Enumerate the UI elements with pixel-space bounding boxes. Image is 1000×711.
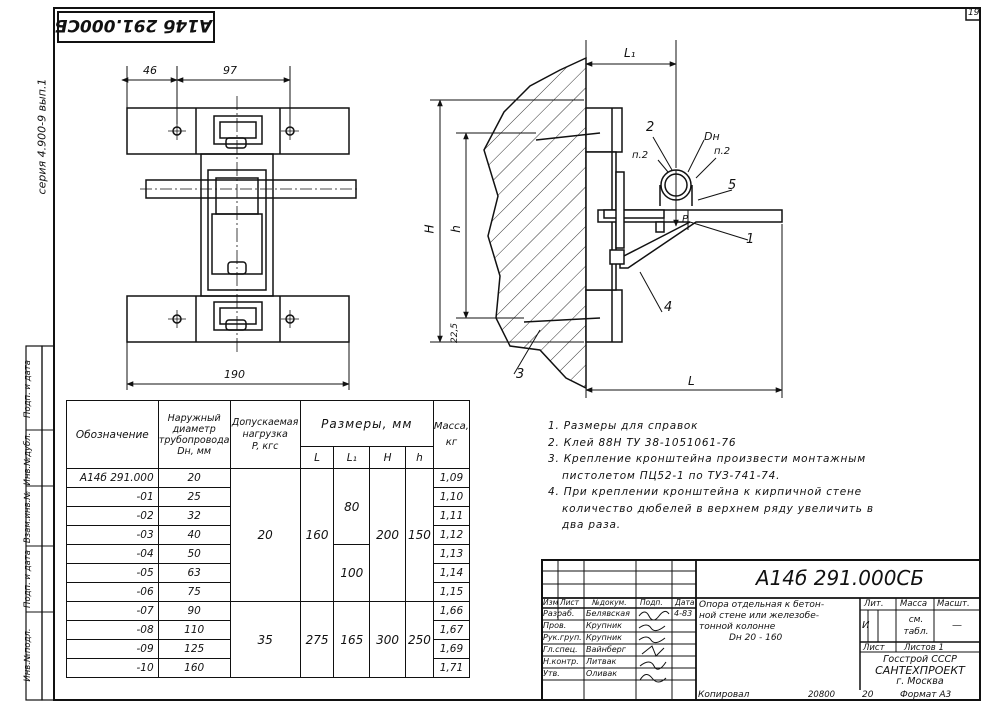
th-L1: L₁	[333, 446, 371, 469]
dim-h: h	[448, 225, 463, 233]
title-code: А14б 291.000СБ	[755, 566, 925, 590]
strip-inv-podl: Инв.№подл.	[23, 628, 33, 682]
th-h: h	[404, 446, 434, 469]
name-razrab: Белявская	[586, 609, 630, 618]
note-line: два раза.	[562, 519, 621, 531]
title-name: Опора отдельная к бетон-ной стене или же…	[699, 600, 825, 643]
strip-inv-dubl: Инв.№дубл.	[23, 432, 33, 486]
footer-format: Формат А3	[900, 690, 952, 700]
callout-4: 4	[664, 300, 673, 315]
note-line: 3. Крепление кронштейна произвести монта…	[548, 453, 866, 465]
dim-L1: L₁	[624, 46, 636, 60]
side-view-dims	[430, 40, 783, 398]
callout-1: 1	[746, 232, 755, 247]
col-mass: Масса	[900, 599, 928, 609]
th-H: H	[369, 446, 406, 469]
head-data: Дата	[675, 598, 695, 607]
name-glspec: Вайнберг	[586, 645, 626, 654]
dim-H: H	[422, 224, 437, 234]
note-line: пистолетом ПЦ52-1 по ТУЗ-741-74.	[562, 469, 781, 482]
th-L: L	[299, 446, 335, 469]
mass-value: см. табл.	[903, 615, 929, 637]
note-p2-right: п.2	[714, 146, 731, 157]
front-view-dims	[121, 66, 350, 390]
series-label: серия 4.900-9 вып.1	[35, 78, 49, 195]
footer-copied: Копировал	[698, 690, 750, 700]
head-podp: Подп.	[640, 598, 663, 607]
lists-label: Листов 1	[904, 643, 944, 653]
th-razm: Размеры, мм	[299, 400, 434, 447]
callout-3: 3	[516, 367, 525, 382]
name-utv: Оливак	[586, 669, 618, 678]
strip-podp-data-2: Подп. и дата	[23, 360, 33, 418]
th-mass: Масса,кг	[432, 400, 471, 469]
side-view	[483, 56, 783, 390]
dim-46: 46	[143, 64, 157, 77]
note-line: количество дюбелей в верхнем ряду увелич…	[562, 502, 874, 515]
th-oboz: Обозначение	[66, 400, 159, 469]
head-izm: Изм	[543, 598, 559, 607]
signatures	[638, 610, 670, 683]
head-dokum: №докум.	[592, 598, 627, 607]
stamp-code: А14б 291.000СБ	[54, 15, 212, 35]
dim-97: 97	[223, 64, 237, 77]
role-prov: Пров.	[543, 621, 567, 630]
name-nkontr: Литвак	[586, 657, 617, 666]
lit-value: И	[862, 620, 870, 631]
dim-190: 190	[224, 368, 245, 381]
force-P: P	[682, 214, 689, 225]
role-nkontr: Н.контр.	[543, 657, 579, 666]
dim-L: L	[688, 374, 695, 388]
notes-block: 1. Размеры для справок 2. Клей 88Н ТУ 38…	[548, 418, 874, 534]
front-view	[126, 96, 360, 352]
col-scale: Масшт.	[937, 599, 970, 609]
dim-22-5: 22,5	[450, 322, 461, 344]
head-list: Лист	[560, 598, 580, 607]
note-p2-left: п.2	[632, 150, 649, 161]
date-razrab: 4-83	[674, 609, 693, 618]
stamp-frame	[57, 11, 215, 43]
note-line: 4. При креплении кронштейна к кирпичной …	[548, 486, 862, 498]
note-line: 1. Размеры для справок	[548, 420, 699, 432]
role-ruk: Рук.груп.	[543, 633, 582, 642]
callout-2: 2	[646, 120, 655, 135]
role-razrab: Разраб.	[543, 609, 575, 618]
footer-sheet: 20	[862, 690, 874, 700]
note-line: 2. Клей 88Н ТУ 38-1051061-76	[548, 436, 737, 449]
footer-num: 20800	[808, 690, 836, 700]
list-label: Лист	[863, 643, 885, 653]
col-lit: Лит.	[864, 599, 884, 609]
callout-5: 5	[728, 178, 737, 193]
name-ruk: Крупник	[586, 633, 622, 642]
name-prov: Крупник	[586, 621, 622, 630]
title-block-frame	[541, 559, 981, 701]
dim-Dn: Dн	[704, 130, 720, 143]
role-utv: Утв.	[543, 669, 560, 678]
role-glspec: Гл.спец.	[543, 645, 578, 654]
scale-value: —	[952, 620, 962, 631]
page-number: 19	[968, 8, 980, 18]
